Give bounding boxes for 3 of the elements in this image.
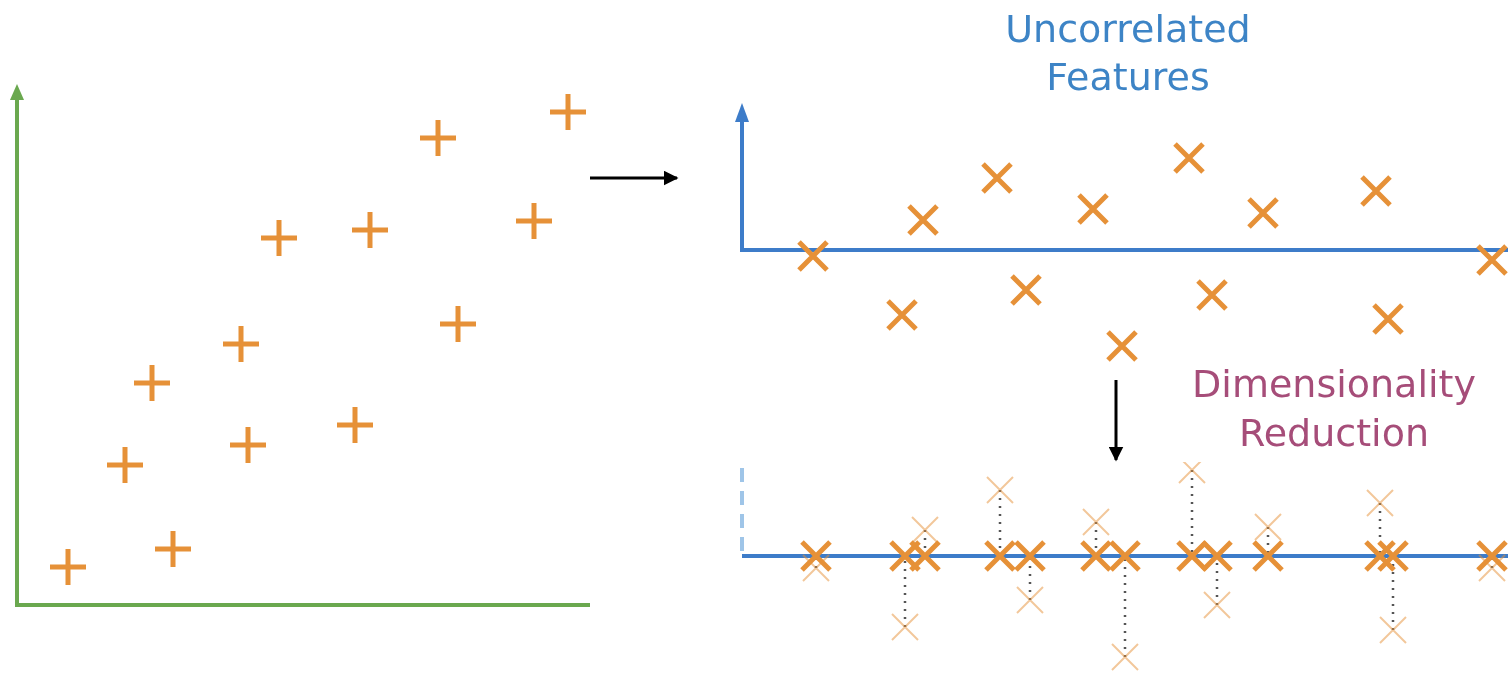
plot-title: Uncorrelated Features xyxy=(1004,6,1252,101)
arrow xyxy=(1108,380,1124,462)
arrow xyxy=(590,170,679,186)
